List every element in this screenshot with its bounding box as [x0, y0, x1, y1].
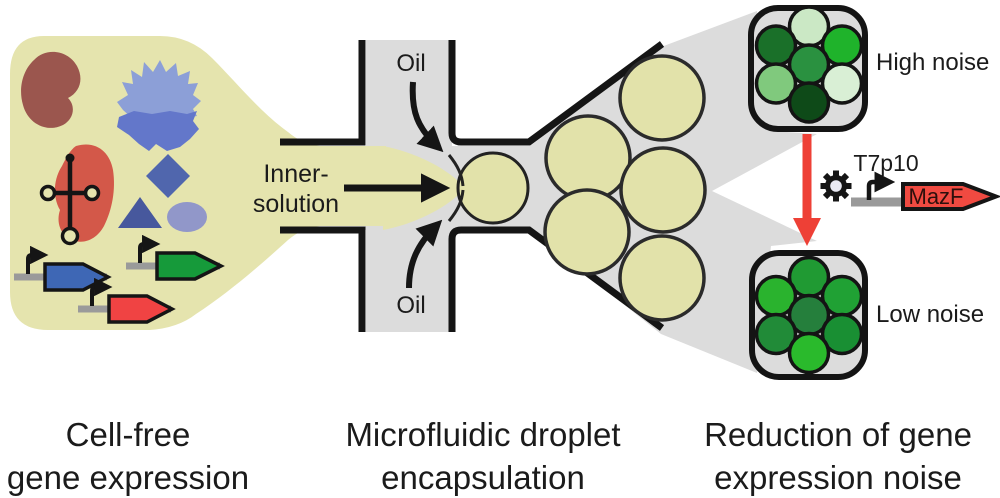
caption-microfluidic-line1: Microfluidic droplet — [345, 416, 620, 453]
ribosome-large-subunit — [117, 60, 201, 124]
organ-shape — [21, 51, 81, 128]
droplet — [618, 54, 706, 142]
inner-solution-label-line2: solution — [253, 190, 339, 218]
wall-top-left — [280, 40, 366, 146]
mazf-gene-label: MazF — [909, 184, 964, 209]
cds-arrow-green — [155, 251, 225, 281]
low-noise-droplet — [754, 312, 798, 356]
promoter-arrow — [90, 277, 113, 306]
mazf-cds-arrow — [901, 182, 1000, 211]
red-transition-arrow-head — [793, 218, 821, 246]
low-noise-panel: Low noise — [749, 250, 984, 380]
droplet — [543, 188, 631, 276]
lysate-components — [14, 51, 225, 324]
droplet — [544, 114, 632, 202]
caption-cell-free-line2: gene expression — [7, 459, 249, 496]
low-noise-label: Low noise — [876, 301, 984, 328]
trna-icon — [39, 153, 101, 246]
high-noise-droplet — [787, 81, 831, 124]
high-noise-panel: High noise — [748, 5, 989, 132]
droplet — [618, 234, 706, 322]
wall-bottom-left — [280, 226, 366, 332]
caption-cell-free-line1: Cell-free — [66, 416, 191, 453]
pinch-interface-bottom — [447, 189, 465, 222]
ribosome-small-subunit — [117, 111, 199, 151]
high-noise-droplet — [754, 62, 798, 105]
section-captions: Cell-free gene expression Microfluidic d… — [7, 416, 972, 496]
cds-arrow-red — [107, 294, 176, 324]
inner-solution-label-line1: Inner- — [263, 160, 328, 188]
noise-reduction-mechanism: T7p10 MazF — [793, 134, 1000, 246]
low-noise-droplet — [820, 312, 864, 356]
oil-label-bottom: Oil — [396, 292, 425, 319]
promoter-arrow — [26, 245, 49, 274]
triangle-shape — [118, 197, 162, 228]
caption-noise-reduction-line2: expression noise — [714, 459, 962, 496]
oil-label-top: Oil — [396, 50, 425, 77]
oil-flow-arrow-top — [409, 81, 444, 153]
promoter-arrow — [138, 234, 161, 263]
oil-flow-arrow-bottom — [406, 219, 443, 289]
gear-icon — [820, 170, 852, 202]
pinch-interface-top — [447, 154, 465, 187]
wall-bottom-right — [448, 226, 665, 332]
low-noise-droplet — [787, 331, 831, 375]
flow-annotations: Oil Oil Inner- solution — [253, 50, 451, 319]
gene-construct-red — [78, 277, 176, 324]
gene-construct-green — [126, 234, 225, 281]
forming-droplet — [456, 151, 530, 225]
high-noise-droplet — [820, 62, 864, 105]
wall-top-right — [448, 40, 665, 146]
diamond-shape — [146, 154, 190, 198]
caption-noise-reduction-line1: Reduction of gene — [704, 416, 972, 453]
t7p10-promoter-label: T7p10 — [853, 150, 918, 176]
channel-walls — [280, 40, 665, 332]
t7p10-promoter-arrow — [866, 171, 896, 200]
droplet — [619, 146, 707, 234]
encapsulated-droplets — [543, 54, 707, 322]
caption-microfluidic-line2: encapsulation — [381, 459, 585, 496]
ellipse-shape — [167, 202, 207, 232]
high-noise-label: High noise — [876, 49, 989, 76]
